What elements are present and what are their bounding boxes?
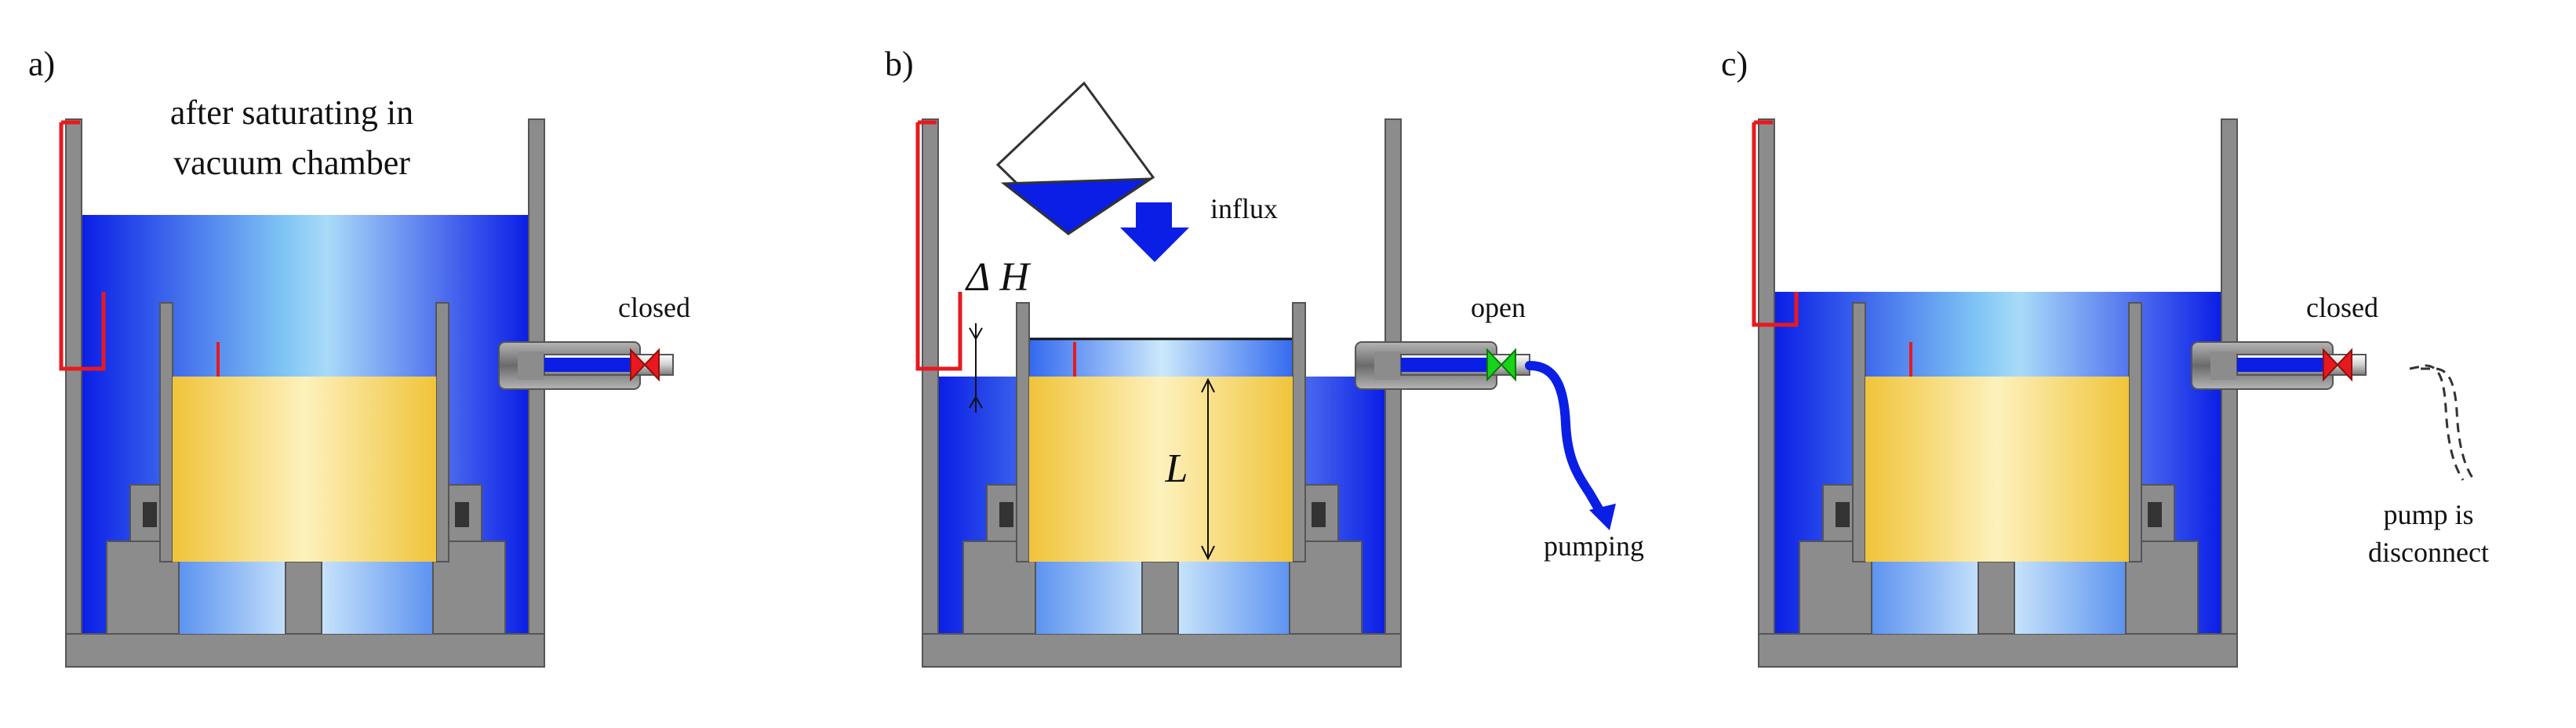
influx-arrow-icon [1120,202,1189,262]
length-label: L [1165,446,1188,491]
base-plate [1758,633,2238,668]
pipe-water [544,358,631,372]
pump-note-line-2: disconnect [2368,537,2489,568]
upper-pool [1026,339,1297,377]
soil-sample [1865,377,2129,562]
center-post [1141,561,1179,635]
panel-b: b) L Δ H [885,45,1644,668]
panel-b-valve-state: open [1471,292,1526,323]
pipe-water [1401,358,1487,372]
ring-wall-right [1292,302,1306,562]
delta-h-arrowheads [969,327,983,409]
disconnected-hose [2409,364,2465,481]
panel-a-caption-line-1: after saturating in [170,93,413,132]
base-plate [922,633,1402,668]
pump-hose [1525,361,1605,516]
beaker-icon [995,81,1155,235]
left-wall [1758,118,1775,644]
standpipe [915,120,962,371]
valve-icon [1486,348,1516,382]
left-bolt [999,502,1013,527]
pump-note-line-1: pump is [2383,499,2473,530]
disconnected-hose-edge [2421,367,2476,481]
ring-wall-left [1852,302,1866,562]
panel-c-label: c) [1721,45,1748,83]
right-bolt [2148,502,2162,527]
base-plate [65,633,545,668]
panel-c-valve-state: closed [2306,292,2378,323]
ring-wall-right [2128,302,2142,562]
panel-b-label: b) [885,45,914,83]
pumping-label: pumping [1544,530,1644,562]
ring-wall-left [159,302,173,562]
flange-collar [518,351,544,380]
influx-label: influx [1210,193,1278,224]
flange-collar [2210,351,2237,380]
right-bolt [1312,502,1326,527]
panel-a-valve-state: closed [618,292,690,323]
pumping-arrow-icon [1589,504,1616,530]
left-wall [65,118,82,644]
delta-h-label: Δ H [965,255,1031,300]
ring-wall-left [1016,302,1030,562]
panel-c: c) closed pump is disconnect [1721,45,2489,668]
left-wall [922,118,939,644]
valve-icon [2323,348,2352,382]
panel-a: a) after saturating in vacuum chamber c [28,45,690,668]
standpipe [59,120,106,371]
ring-wall-right [435,302,449,562]
soil-sample [1029,377,1293,562]
right-bolt [455,502,469,527]
valve-icon [630,348,660,382]
left-bolt [1836,502,1850,527]
left-bolt [143,502,157,527]
center-post [1977,561,2015,635]
soil-sample [173,377,436,562]
length-arrowheads [1201,377,1215,561]
standpipe [1752,120,1799,327]
flange-collar [1374,351,1401,380]
pipe-water [2237,358,2323,372]
center-post [285,561,322,635]
panel-a-label: a) [28,45,55,83]
panel-a-caption-line-2: vacuum chamber [173,144,410,182]
